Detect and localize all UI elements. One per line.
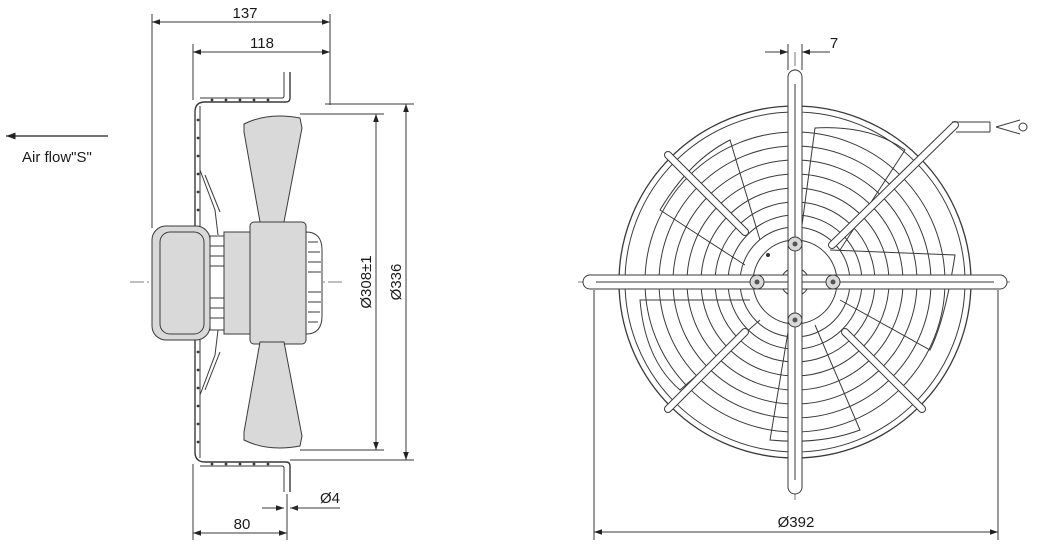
airflow-label: Air flow"S" — [22, 149, 92, 166]
dimension-hole: Ø4 — [262, 490, 340, 511]
dimension-strut-width: 7 — [765, 35, 838, 70]
airflow-indicator: Air flow"S" — [6, 132, 108, 166]
motor-body — [223, 231, 253, 335]
dimension-label-137: 137 — [232, 5, 257, 22]
diagonal-struts — [664, 121, 959, 413]
motor-rear-cap — [151, 225, 211, 341]
dimension-label-80: 80 — [234, 516, 251, 533]
dimension-label-308: Ø308±1 — [358, 255, 375, 308]
blade-upper — [243, 115, 303, 223]
dimension-total-depth: 137 — [151, 5, 331, 228]
guard-wire-dots — [196, 98, 270, 466]
blade-lower — [243, 341, 303, 449]
dimension-label-4: Ø4 — [320, 490, 340, 507]
dimension-blade-diameter: Ø308±1 — [300, 113, 384, 451]
front-view: 7 Ø392 — [578, 35, 1028, 540]
dimension-label-118: 118 — [250, 35, 274, 52]
side-view: 137 118 Ø308±1 Ø336 Ø4 — [130, 5, 414, 540]
dimension-mount-offset: 80 — [192, 464, 288, 540]
dimension-label-7: 7 — [830, 35, 838, 52]
rotor-hub — [249, 221, 307, 345]
dimension-guard-depth: 118 — [192, 35, 330, 100]
dimension-overall-width: Ø392 — [593, 290, 999, 540]
mounting-bolts — [749, 236, 841, 328]
dimension-ring-diameter: Ø336 — [290, 103, 414, 461]
power-cable — [952, 119, 1028, 135]
dimension-label-392: Ø392 — [778, 514, 815, 531]
blade-outlines — [639, 127, 956, 442]
dimension-label-336: Ø336 — [388, 264, 405, 301]
